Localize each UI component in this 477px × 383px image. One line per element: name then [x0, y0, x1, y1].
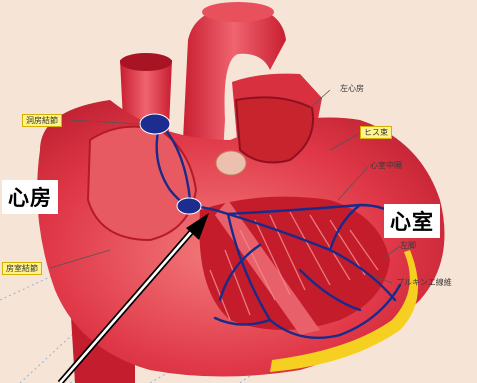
label-av-node: 房室結節: [2, 262, 42, 275]
label-his-bundle: ヒス束: [360, 126, 392, 139]
label-purkinje: プルキンエ線維: [396, 277, 452, 288]
callout-ventricle: 心室: [384, 204, 440, 238]
av-node: [177, 198, 201, 214]
valve: [216, 151, 246, 175]
label-left-bundle: 左脚: [400, 240, 416, 251]
sa-node: [140, 114, 170, 134]
callout-atrium: 心房: [2, 180, 58, 214]
label-septum: 心室中隔: [370, 160, 402, 171]
label-left-atrium: 左心房: [340, 83, 364, 94]
label-sa-node: 洞房結節: [22, 114, 62, 127]
